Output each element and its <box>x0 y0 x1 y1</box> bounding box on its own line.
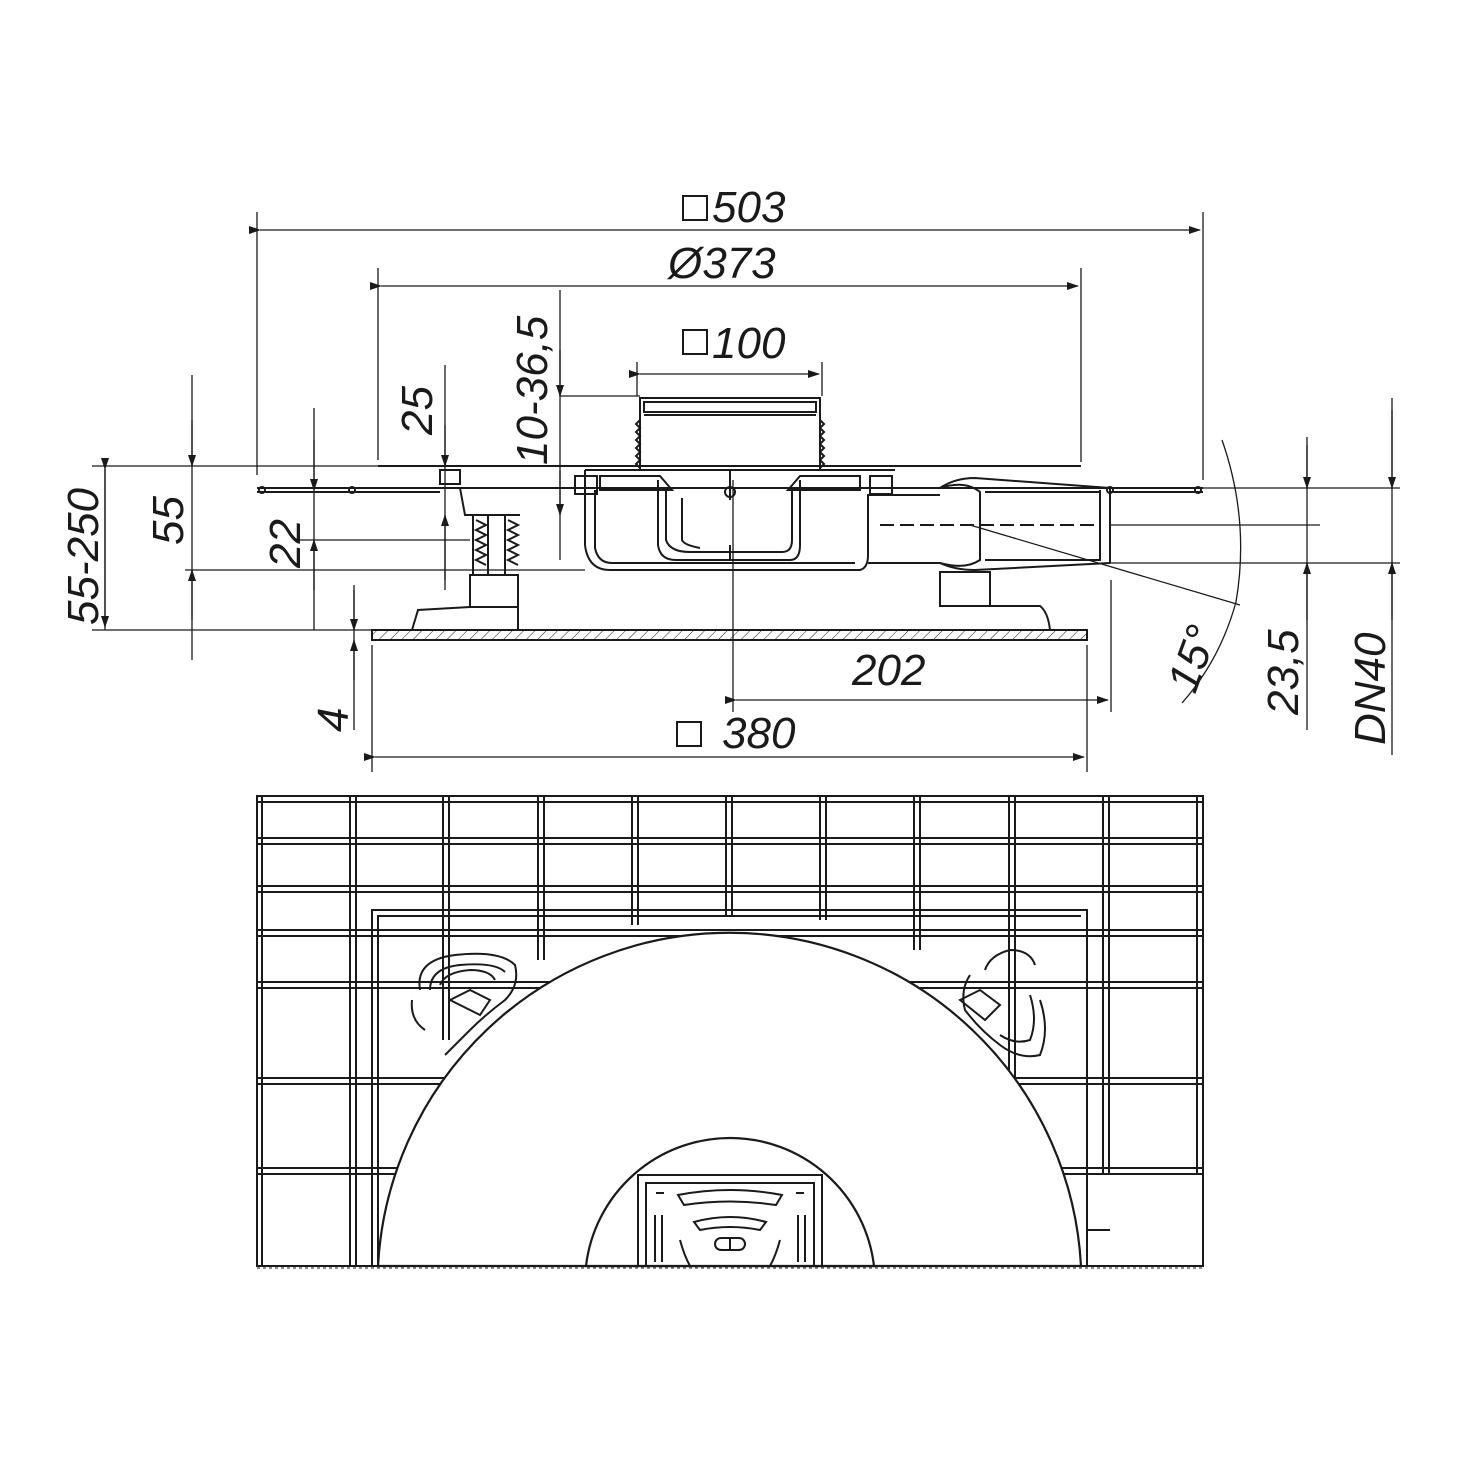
angle-arc <box>969 439 1242 704</box>
right-anchor-clip <box>958 948 1046 1058</box>
square-symbol-503 <box>682 195 708 221</box>
side-section-view: 503 Ø373 100 10-36,5 25 55-250 55 22 4 2… <box>59 183 1400 772</box>
label-100: 100 <box>712 319 786 368</box>
right-leveling-foot <box>918 571 1051 631</box>
label-380: 380 <box>722 709 796 758</box>
label-25: 25 <box>393 386 442 436</box>
label-202: 202 <box>851 646 925 695</box>
label-dia-373: Ø373 <box>666 239 776 288</box>
label-55: 55 <box>144 496 193 545</box>
drain-grate <box>637 1174 823 1267</box>
label-15-deg: 15° <box>1158 619 1227 698</box>
left-anchor-clip <box>410 952 518 1056</box>
label-23-5: 23,5 <box>1259 629 1308 716</box>
label-22: 22 <box>261 519 310 569</box>
round-flange <box>376 931 1083 1268</box>
left-leveling-foot <box>411 469 521 631</box>
base-plate <box>371 629 1088 641</box>
drain-body <box>574 397 1111 572</box>
dimension-arrows <box>101 226 1396 761</box>
label-55-250: 55-250 <box>59 487 108 625</box>
square-symbol-380 <box>676 721 702 747</box>
label-4: 4 <box>309 708 358 732</box>
dimension-labels: 503 Ø373 100 10-36,5 25 55-250 55 22 4 2… <box>59 183 1395 758</box>
plan-view <box>256 795 1204 1269</box>
label-503: 503 <box>712 183 786 232</box>
label-dn40: DN40 <box>1346 632 1395 745</box>
square-symbol-100 <box>682 329 708 355</box>
label-10-36-5: 10-36,5 <box>508 315 557 465</box>
